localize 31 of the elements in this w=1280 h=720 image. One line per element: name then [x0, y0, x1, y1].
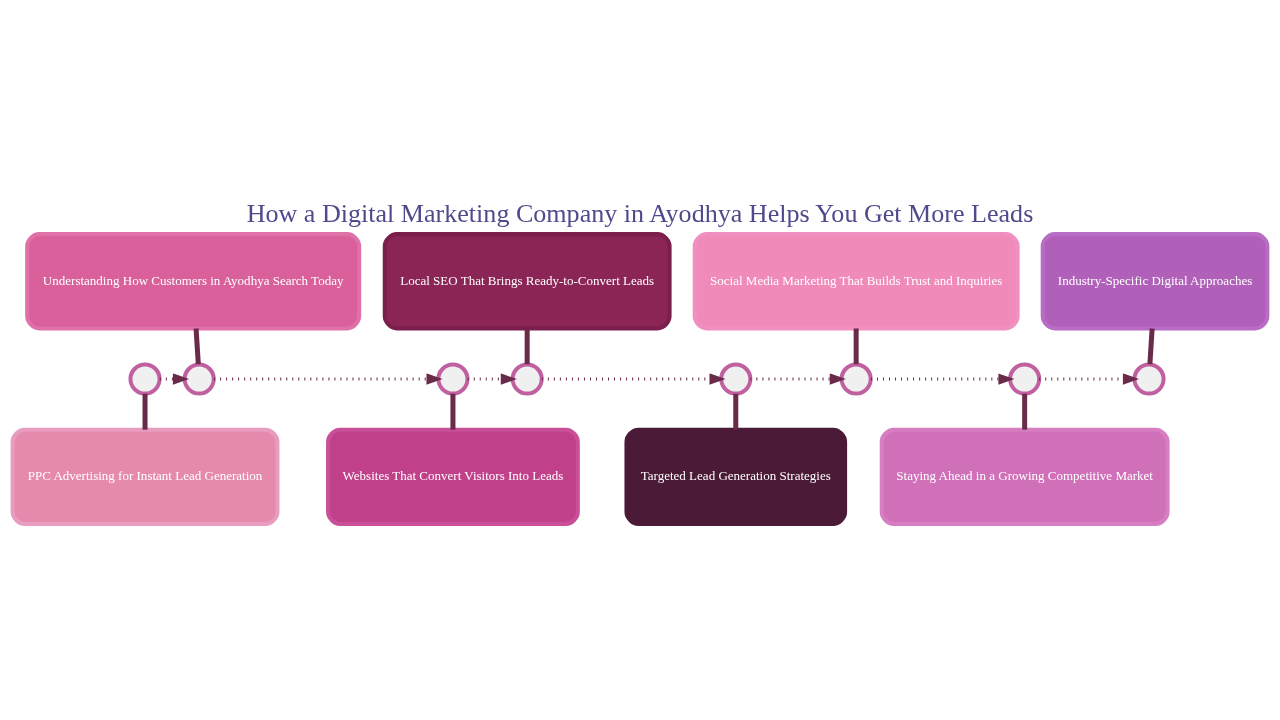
node-box: Social Media Marketing That Builds Trust and Inquiries — [692, 231, 1020, 330]
node-circle — [182, 362, 216, 396]
arrow — [467, 372, 517, 385]
node-circle — [1008, 362, 1042, 396]
connector — [524, 327, 530, 364]
connector — [853, 327, 859, 364]
node-circle — [510, 362, 544, 396]
node-box: Local SEO That Brings Ready-to-Convert Leads — [382, 231, 672, 330]
arrow — [1039, 372, 1139, 385]
arrow — [214, 372, 443, 385]
connector — [1022, 393, 1028, 430]
arrow — [750, 372, 846, 385]
diagram-title: How a Digital Marketing Company in Ayodhya Helps You Get More Leads — [246, 198, 1034, 228]
node-box: Websites That Convert Visitors Into Leads — [326, 427, 580, 526]
node-circle — [719, 362, 753, 396]
node-circle — [839, 362, 873, 396]
connector — [142, 393, 148, 430]
connector — [450, 393, 456, 430]
node-circle — [1132, 362, 1166, 396]
connector — [733, 393, 739, 430]
node-box: Targeted Lead Generation Strategies — [624, 427, 848, 526]
node-box: Staying Ahead in a Growing Competitive Market — [879, 427, 1170, 526]
node-circle — [436, 362, 470, 396]
connector — [193, 327, 201, 364]
connector — [1147, 327, 1155, 364]
node-box: PPC Advertising for Instant Lead Generation — [10, 427, 280, 526]
node-box: Industry-Specific Digital Approaches — [1040, 231, 1270, 330]
node-box: Understanding How Customers in Ayodhya Search Today — [25, 231, 362, 330]
arrow — [541, 372, 726, 385]
node-circle — [128, 362, 162, 396]
arrow — [870, 372, 1015, 385]
